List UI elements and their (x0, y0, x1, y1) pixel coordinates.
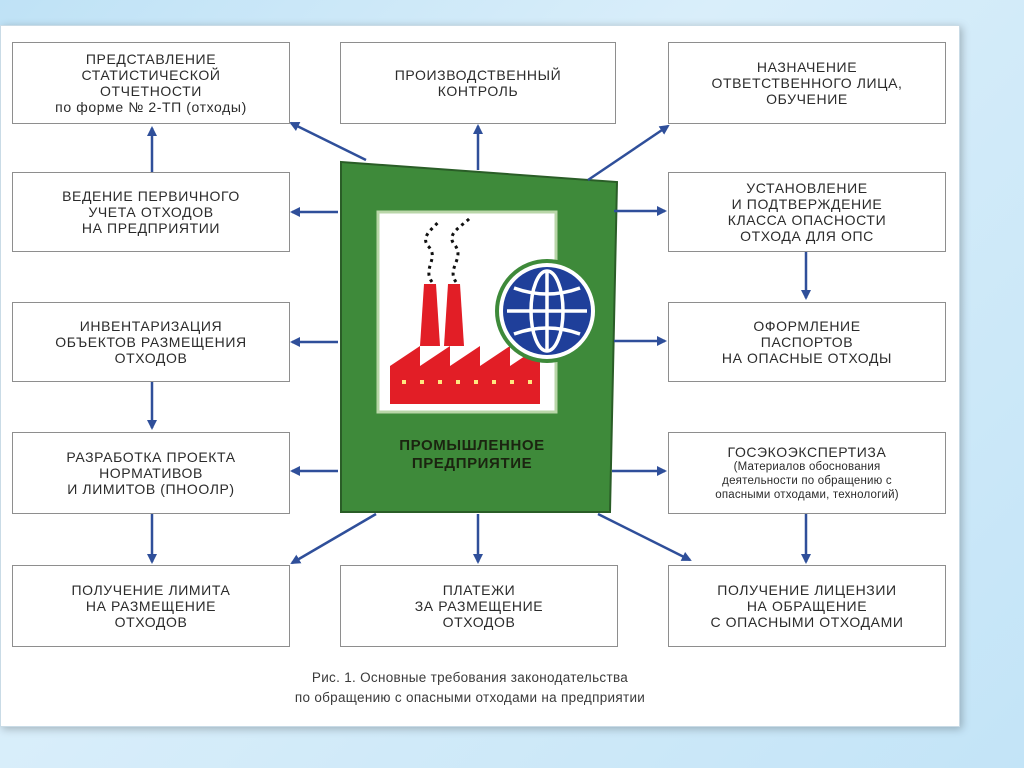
box-line: КОНТРОЛЬ (437, 83, 519, 99)
box-line: НА ПРЕДПРИЯТИИ (81, 220, 221, 236)
box-line: ПРОИЗВОДСТВЕННЫЙ (394, 67, 562, 83)
enterprise-panel (340, 160, 619, 513)
box-line: НА ОБРАЩЕНИЕ (746, 598, 868, 614)
arrows (147, 121, 811, 565)
enterprise-title-line: ПРОМЫШЛЕННОЕ (399, 437, 545, 454)
box-line: НОРМАТИВОВ (99, 465, 203, 481)
box-responsible: НАЗНАЧЕНИЕ ОТВЕТСТВЕННОГО ЛИЦА, ОБУЧЕНИЕ (668, 42, 946, 124)
box-line: ОТВЕТСТВЕННОГО ЛИЦА, (711, 75, 903, 91)
box-inventory: ИНВЕНТАРИЗАЦИЯ ОБЪЕКТОВ РАЗМЕЩЕНИЯ ОТХОД… (12, 302, 290, 382)
box-limit: ПОЛУЧЕНИЕ ЛИМИТА НА РАЗМЕЩЕНИЕ ОТХОДОВ (12, 565, 290, 647)
arrow-to-stat-report (289, 121, 367, 162)
box-line: И ЛИМИТОВ (ПНООЛР) (67, 481, 235, 497)
enterprise-title: ПРОМЫШЛЕННОЕ ПРЕДПРИЯТИЕ (352, 437, 592, 473)
box-line: ПРЕДСТАВЛЕНИЕ (85, 51, 217, 67)
box-line: КЛАССА ОПАСНОСТИ (727, 212, 887, 228)
box-passports: ОФОРМЛЕНИЕ ПАСПОРТОВ НА ОПАСНЫЕ ОТХОДЫ (668, 302, 946, 382)
box-primary-account: ВЕДЕНИЕ ПЕРВИЧНОГО УЧЕТА ОТХОДОВ НА ПРЕД… (12, 172, 290, 252)
caption-line: Рис. 1. Основные требования законодатель… (311, 670, 629, 685)
box-line: ОТХОДА ДЛЯ ОПС (740, 228, 874, 244)
box-line: ОТЧЕТНОСТИ (100, 83, 202, 99)
box-line: ОТХОДОВ (114, 614, 188, 630)
enterprise-title-line: ПРЕДПРИЯТИЕ (411, 455, 533, 472)
box-line: НАЗНАЧЕНИЕ (756, 59, 858, 75)
box-line: УЧЕТА ОТХОДОВ (88, 204, 214, 220)
box-line: ЗА РАЗМЕЩЕНИЕ (414, 598, 544, 614)
box-line: ПЛАТЕЖИ (442, 582, 516, 598)
box-line: ПОЛУЧЕНИЕ ЛИМИТА (71, 582, 231, 598)
arrow-to-license (597, 512, 692, 562)
box-line: ПАСПОРТОВ (760, 334, 854, 350)
box-prod-control: ПРОИЗВОДСТВЕННЫЙ КОНТРОЛЬ (340, 42, 616, 124)
box-line: РАЗРАБОТКА ПРОЕКТА (66, 449, 236, 465)
box-title: ГОСЭКОЭКСПЕРТИЗА (727, 444, 887, 460)
box-hazard-class: УСТАНОВЛЕНИЕ И ПОДТВЕРЖДЕНИЕ КЛАССА ОПАС… (668, 172, 946, 252)
factory-icon (390, 284, 540, 404)
box-pnoolr: РАЗРАБОТКА ПРОЕКТА НОРМАТИВОВ И ЛИМИТОВ … (12, 432, 290, 514)
box-stat-report: ПРЕДСТАВЛЕНИЕ СТАТИСТИЧЕСКОЙ ОТЧЕТНОСТИ … (12, 42, 290, 124)
box-line: ОТХОДОВ (114, 350, 188, 366)
box-payments: ПЛАТЕЖИ ЗА РАЗМЕЩЕНИЕ ОТХОДОВ (340, 565, 618, 647)
box-line: ОТХОДОВ (442, 614, 516, 630)
box-line: НА РАЗМЕЩЕНИЕ (85, 598, 217, 614)
box-line: УСТАНОВЛЕНИЕ (746, 180, 868, 196)
arrow-to-limit (290, 512, 377, 565)
box-license: ПОЛУЧЕНИЕ ЛИЦЕНЗИИ НА ОБРАЩЕНИЕ С ОПАСНЫ… (668, 565, 946, 647)
box-line: С ОПАСНЫМИ ОТХОДАМИ (710, 614, 904, 630)
box-note: опасными отходами, технологий) (715, 489, 899, 501)
box-line: ОБУЧЕНИЕ (766, 91, 848, 107)
box-note: деятельности по обращению с (722, 475, 892, 487)
caption-line: по обращению с опасными отходами на пред… (294, 690, 646, 705)
box-note: (Материалов обоснования (733, 461, 881, 473)
box-line: И ПОДТВЕРЖДЕНИЕ (731, 196, 883, 212)
globe-icon (495, 259, 599, 363)
figure-caption: Рис. 1. Основные требования законодатель… (210, 668, 730, 708)
box-line: СТАТИСТИЧЕСКОЙ (81, 67, 221, 83)
box-line: ИНВЕНТАРИЗАЦИЯ (79, 318, 223, 334)
box-line: ОФОРМЛЕНИЕ (753, 318, 861, 334)
box-expertise: ГОСЭКОЭКСПЕРТИЗА (Материалов обоснования… (668, 432, 946, 514)
arrow-to-responsible (587, 124, 670, 182)
box-line: ОБЪЕКТОВ РАЗМЕЩЕНИЯ (55, 334, 247, 350)
box-line: ПОЛУЧЕНИЕ ЛИЦЕНЗИИ (717, 582, 897, 598)
box-line: НА ОПАСНЫЕ ОТХОДЫ (721, 350, 893, 366)
box-line: по форме № 2-ТП (отходы) (55, 99, 247, 115)
box-line: ВЕДЕНИЕ ПЕРВИЧНОГО (62, 188, 240, 204)
